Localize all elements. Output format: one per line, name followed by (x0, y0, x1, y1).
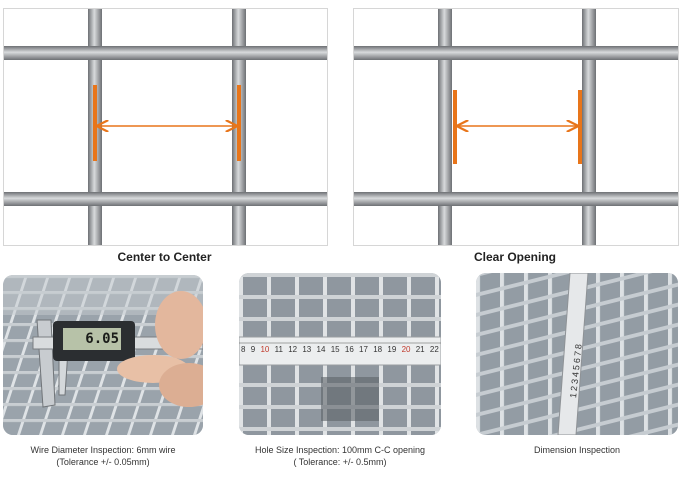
ruler-number: 19 (387, 345, 397, 354)
ruler-number: 12 (288, 345, 298, 354)
clear-opening-diagram (353, 8, 679, 246)
hole-size-photo: 8 9 10 11 12 13 14 15 16 17 18 19 20 21 … (239, 273, 441, 435)
caption-line: ( Tolerance: +/- 0.5mm) (293, 457, 387, 467)
ruler-number: 18 (373, 345, 383, 354)
marker-right (578, 90, 582, 164)
caption-line: Hole Size Inspection: 100mm C-C opening (254, 445, 426, 455)
ruler-photo-illustration (239, 273, 441, 435)
ruler-number: 15 (330, 345, 340, 354)
wire-grid-diagram (4, 9, 327, 245)
thumb (155, 291, 203, 359)
vertical-wire-left (438, 9, 452, 245)
clear-opening-label: Clear Opening (473, 250, 556, 264)
caliper-photo-illustration (3, 275, 203, 435)
wire-diameter-photo: 6.05 (3, 275, 203, 435)
vertical-wire-right (582, 9, 596, 245)
caliper-display (63, 328, 121, 350)
caption-line: Wire Diameter Inspection: 6mm wire (30, 445, 176, 455)
ruler-number: 11 (274, 345, 283, 354)
ruler-number: 22 (429, 345, 439, 354)
horizontal-wire-bottom (354, 192, 678, 206)
ruler-number: 13 (302, 345, 312, 354)
caliper-reading: 6.05 (85, 331, 119, 347)
dimension-caption: Dimension Inspection (476, 444, 678, 456)
ruler-number: 9 (250, 345, 256, 354)
horizontal-wire-top (4, 46, 327, 60)
horizontal-wire-bottom (4, 192, 327, 206)
ruler-number: 14 (316, 345, 326, 354)
marker-left (453, 90, 457, 164)
marker-right (237, 85, 241, 161)
dimension-photo: 12345678 (476, 273, 678, 435)
ruler-number: 21 (415, 345, 425, 354)
wire-grid-diagram (354, 9, 678, 245)
ruler-number: 20 (401, 345, 411, 354)
marker-left (93, 85, 97, 161)
caption-line: (Tolerance +/- 0.05mm) (56, 457, 150, 467)
ruler-number: 17 (359, 345, 368, 354)
ruler-scale: 8 9 10 11 12 13 14 15 16 17 18 19 20 21 … (241, 345, 439, 354)
ruler-number: 8 (241, 345, 246, 354)
caption-line: Dimension Inspection (533, 445, 621, 455)
hand (159, 363, 203, 407)
center-to-center-diagram (3, 8, 328, 246)
ruler-number: 16 (344, 345, 354, 354)
center-to-center-label: Center to Center (117, 250, 212, 264)
ruler-number: 10 (260, 345, 270, 354)
measuring-tape (557, 273, 589, 435)
wire-diameter-caption: Wire Diameter Inspection: 6mm wire (Tole… (3, 444, 203, 468)
steel-ruler (239, 336, 441, 366)
tape-photo-illustration (476, 273, 678, 435)
hole-size-caption: Hole Size Inspection: 100mm C-C opening … (225, 444, 455, 468)
horizontal-wire-top (354, 46, 678, 60)
